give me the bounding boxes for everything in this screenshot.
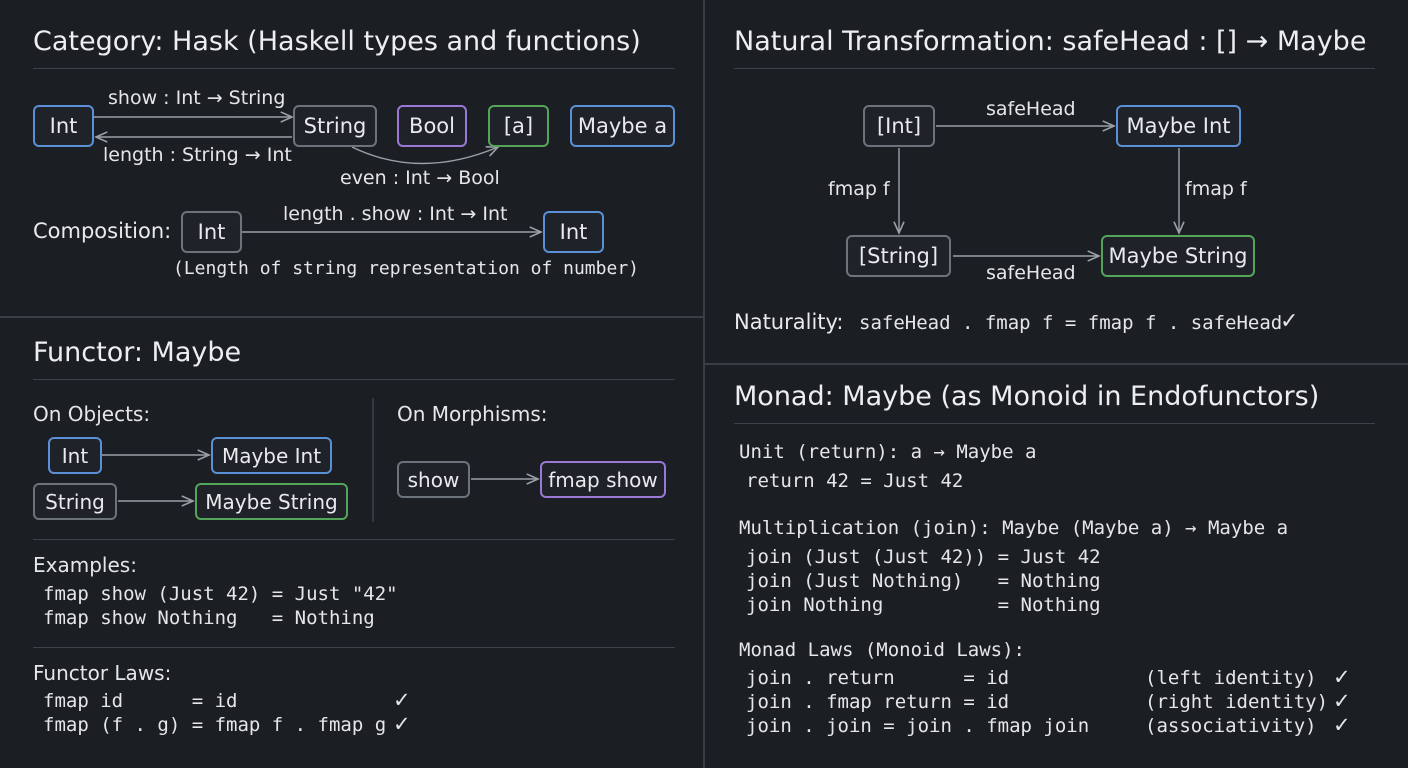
monad-law-3-check: ✓ [1333,713,1351,737]
naturality-label: Naturality: [734,310,844,334]
monad-title: Monad: Maybe (as Monoid in Endofunctors) [734,381,1320,412]
composition-label: Composition: [33,219,172,243]
mult-example-3: join Nothing = Nothing [746,594,1101,616]
monad-law-1-name: (left identity) [1145,667,1317,689]
vertical-divider [703,0,705,768]
node-bool: Bool [397,105,467,147]
mult-heading: Multiplication (join): Maybe (Maybe a) →… [739,517,1289,539]
left-horizontal-divider [0,316,704,318]
natural-title-rule [734,68,1375,69]
nat-list-string-node: [String] [846,235,951,277]
functor-maybe-string-node: Maybe String [195,483,348,520]
comp-from-node: Int [181,211,242,253]
functor-law-1: fmap id = id [43,690,238,712]
functor-laws-rule [33,647,675,648]
objects-heading: On Objects: [33,402,151,426]
unit-example: return 42 = Just 42 [746,470,964,492]
functor-string-node: String [33,483,117,520]
monad-law-2-check: ✓ [1333,689,1351,713]
nat-left-arrow-label: fmap f [828,178,890,200]
functor-examples-rule [33,539,675,540]
mult-example-1: join (Just (Just 42)) = Just 42 [746,546,1101,568]
length-arrow-label: length : String → Int [103,144,292,166]
hask-title: Category: Hask (Haskell types and functi… [33,26,641,57]
morphisms-heading: On Morphisms: [397,402,548,426]
nat-bottom-arrow-label: safeHead [986,262,1076,284]
right-horizontal-divider [704,363,1408,365]
functor-maybe-int-node: Maybe Int [211,437,332,474]
functor-title: Functor: Maybe [33,337,242,368]
monad-law-3-eq: join . join = join . fmap join [746,715,1090,737]
nat-maybe-string-node: Maybe String [1101,235,1255,277]
functor-example-1: fmap show (Just 42) = Just "42" [43,583,398,605]
functor-int-node: Int [48,437,102,474]
monad-law-1-check: ✓ [1333,665,1351,689]
monad-law-2-name: (right identity) [1145,691,1329,713]
functor-fmap-show-node: fmap show [540,461,666,498]
node-int: Int [33,105,94,147]
functor-law-2-check: ✓ [393,712,411,736]
node-string: String [293,105,377,147]
monad-title-rule [734,423,1375,424]
functor-title-rule [33,379,675,380]
naturality-equation: safeHead . fmap f = fmap f . safeHead [859,312,1283,334]
functor-example-2: fmap show Nothing = Nothing [43,607,375,629]
even-arrow-label: even : Int → Bool [340,167,500,189]
node-list: [a] [488,105,549,147]
composition-note: (Length of string representation of numb… [173,258,639,279]
comp-to-node: Int [543,211,604,253]
examples-heading: Examples: [33,553,137,577]
nat-right-arrow-label: fmap f [1185,178,1247,200]
monad-laws-heading: Monad Laws (Monoid Laws): [739,639,1025,661]
node-maybe: Maybe a [570,105,675,147]
natural-title: Natural Transformation: safeHead : [] → … [734,26,1367,57]
monad-law-1-eq: join . return = id [746,667,1010,689]
functor-laws-heading: Functor Laws: [33,661,172,685]
monad-law-3-name: (associativity) [1145,715,1317,737]
nat-maybe-int-node: Maybe Int [1116,105,1241,147]
even-arrow [351,147,498,165]
nat-top-arrow-label: safeHead [986,98,1076,120]
functor-show-node: show [397,461,470,498]
composition-arrow-label: length . show : Int → Int [283,203,508,225]
hask-title-rule [33,68,675,69]
naturality-check: ✓ [1280,309,1299,334]
show-arrow-label: show : Int → String [108,87,286,109]
monad-law-2-eq: join . fmap return = id [746,691,1010,713]
mult-example-2: join (Just Nothing) = Nothing [746,570,1101,592]
unit-heading: Unit (return): a → Maybe a [739,441,1037,463]
nat-list-int-node: [Int] [863,105,935,147]
functor-law-1-check: ✓ [393,688,411,712]
functor-law-2: fmap (f . g) = fmap f . fmap g [43,714,387,736]
